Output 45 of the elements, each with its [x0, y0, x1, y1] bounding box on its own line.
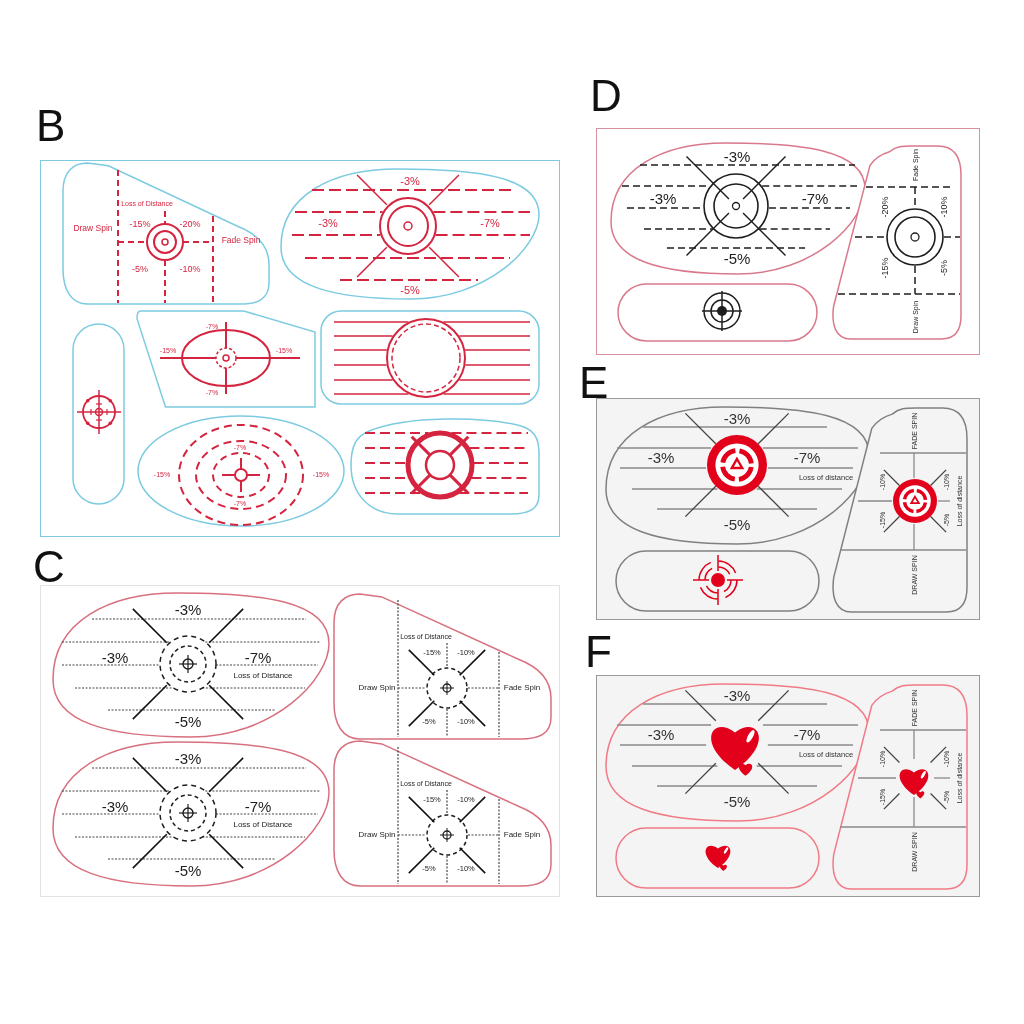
percent-label: -7% — [244, 798, 272, 814]
percent-label: -15% — [880, 257, 890, 279]
spin-label: Fade Spin — [503, 831, 541, 839]
distance-label: Loss of Distance — [233, 672, 293, 680]
panel-letter: C — [33, 545, 65, 589]
percent-label: -5% — [723, 793, 751, 809]
percent-label: -7% — [801, 190, 829, 206]
percent-label: -10% — [939, 196, 949, 218]
spin-label: Draw Spin — [73, 223, 113, 233]
percent-label: -7% — [793, 449, 821, 465]
percent-label: -3% — [174, 601, 202, 617]
percent-label: -20% — [179, 219, 201, 229]
percent-label: -3% — [723, 687, 751, 703]
percent-label: -5% — [132, 264, 148, 274]
distance-label: Loss of Distance — [233, 821, 293, 829]
percent-label: -5% — [939, 260, 949, 276]
percent-label: -3% — [318, 217, 338, 229]
percent-label: -3% — [649, 190, 677, 206]
spin-label: Fade Spin — [503, 684, 541, 692]
panel-letter: B — [36, 104, 66, 148]
spin-label: Fade Spin — [221, 235, 261, 245]
panel-letter: D — [590, 74, 622, 118]
panel-letter: F — [585, 630, 612, 674]
percent-label: -5% — [174, 713, 202, 729]
panel-letter: E — [579, 361, 609, 405]
percent-label: -7% — [793, 726, 821, 742]
percent-label: -5% — [400, 284, 420, 296]
percent-label: -3% — [723, 410, 751, 426]
percent-label: -3% — [647, 726, 675, 742]
percent-label: -3% — [647, 449, 675, 465]
percent-label: -5% — [723, 516, 751, 532]
spin-label: Draw Spin — [358, 831, 396, 839]
percent-label: -20% — [880, 196, 890, 218]
percent-label: -3% — [723, 148, 751, 164]
percent-label: -5% — [723, 250, 751, 266]
percent-label: -3% — [101, 649, 129, 665]
percent-label: -3% — [101, 798, 129, 814]
spin-label: Draw Spin — [358, 684, 396, 692]
percent-label: -5% — [174, 862, 202, 878]
percent-label: -3% — [400, 175, 420, 187]
percent-label: -7% — [480, 217, 500, 229]
percent-label: -3% — [174, 750, 202, 766]
percent-label: -15% — [129, 219, 151, 229]
percent-label: -10% — [179, 264, 201, 274]
percent-label: -7% — [244, 649, 272, 665]
